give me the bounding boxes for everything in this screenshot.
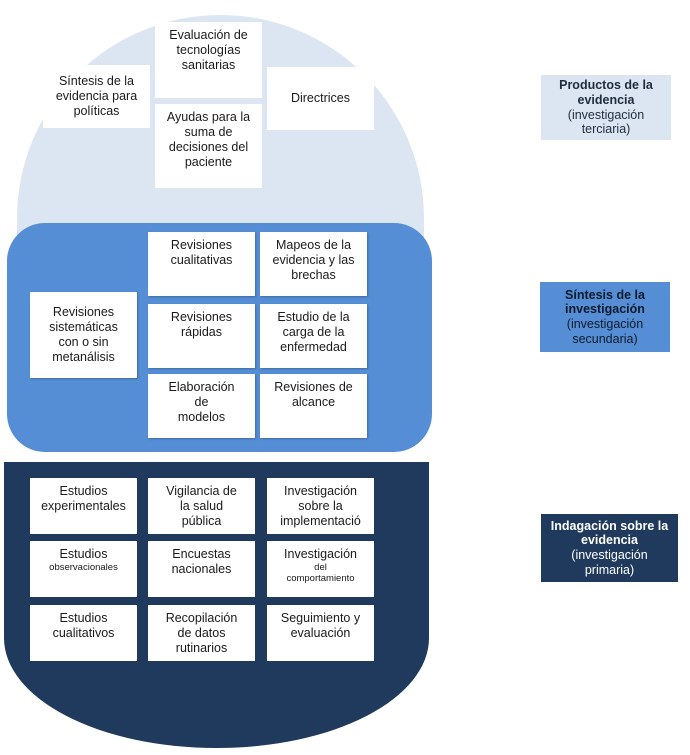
label-tertiary-title: Productos de la evidencia [559, 78, 653, 107]
bot-box-behavioural-sub: del comportamiento [286, 562, 355, 585]
top-box-guidelines: Directrices [267, 67, 374, 130]
label-secondary: Síntesis de la investigación (investigac… [540, 282, 670, 352]
bot-box-qualitative: Estudios cualitativos [30, 605, 137, 661]
bot-box-implementation: Investigación sobre la implementació [267, 478, 374, 534]
bot-box-behavioural: Investigación del comportamiento [267, 541, 374, 597]
bot-box-implementation-main: Investigación sobre la implementació [280, 484, 361, 528]
top-box-policy-synthesis: Síntesis de la evidencia para políticas [43, 65, 150, 128]
bot-box-monitoring: Seguimiento y evaluación [267, 605, 374, 661]
label-secondary-title: Síntesis de la investigación [565, 287, 645, 317]
bot-box-monitoring-main: Seguimiento y evaluación [280, 611, 361, 640]
bot-box-national-surveys-main: Encuestas nacionales [171, 547, 232, 576]
bot-box-observational-sub: observacionales [49, 562, 118, 573]
bot-box-observational-main: Estudios [59, 547, 108, 561]
bot-box-routine-data-main: Recopilación de datos rutinarios [165, 611, 238, 655]
bot-box-surveillance: Vigilancia de la salud pública [148, 478, 255, 534]
bot-box-qualitative-main: Estudios cualitativos [52, 611, 115, 640]
mid-box-qualitative-reviews: Revisiones cualitativas [148, 232, 255, 296]
mid-box-evidence-gap-maps: Mapeos de la evidencia y las brechas [260, 232, 367, 296]
label-primary: Indagación sobre la evidencia (investiga… [541, 514, 678, 582]
label-tertiary-sub: (investigación terciaria) [567, 107, 645, 137]
mid-box-systematic-reviews: Revisiones sistemáticas con o sin metaná… [30, 292, 137, 378]
top-box-hta: Evaluación de tecnologías sanitarias [155, 22, 262, 98]
bot-box-routine-data: Recopilación de datos rutinarios [148, 605, 255, 661]
mid-box-rapid-reviews: Revisiones rápidas [148, 304, 255, 368]
bot-box-behavioural-main: Investigación [284, 547, 357, 561]
bot-box-experimental-main: Estudios experimentales [41, 484, 126, 513]
bot-box-observational: Estudios observacionales [30, 541, 137, 597]
label-primary-title: Indagación sobre la evidencia [550, 518, 669, 548]
label-primary-sub: (investigación primaria) [571, 548, 648, 577]
bot-box-national-surveys: Encuestas nacionales [148, 541, 255, 597]
mid-box-scoping-reviews: Revisiones de alcance [260, 374, 367, 438]
bot-box-experimental: Estudios experimentales [30, 478, 137, 534]
bot-box-surveillance-main: Vigilancia de la salud pública [166, 484, 237, 528]
mid-box-modelling: Elaboración de modelos [148, 374, 255, 438]
top-box-patient-decision-aids: Ayudas para la suma de decisiones del pa… [155, 104, 262, 188]
mid-box-burden-of-disease: Estudio de la carga de la enfermedad [260, 304, 367, 368]
label-secondary-sub: (investigación secundaria) [566, 317, 644, 346]
label-tertiary: Productos de la evidencia (investigación… [541, 75, 671, 140]
